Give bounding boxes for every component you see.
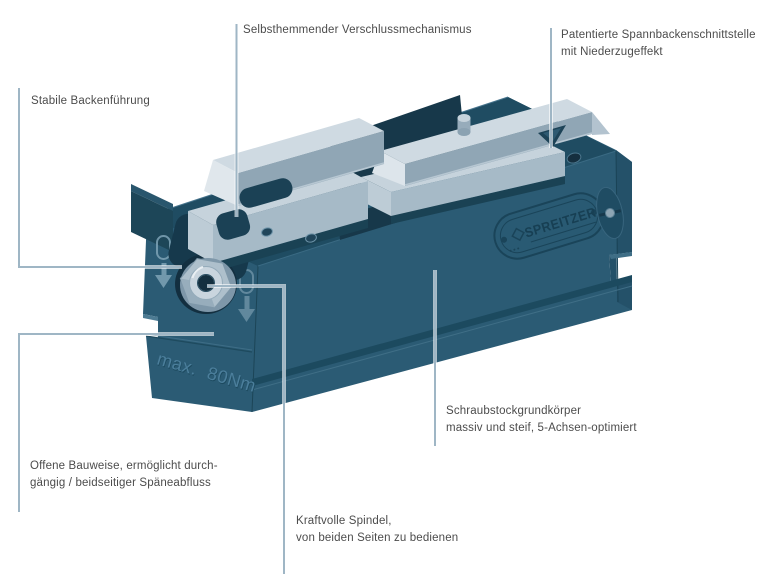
movable-jaw-rail-top [213,118,384,173]
label-line: Offene Bauweise, ermöglicht durch- [30,460,218,472]
spindle-end-pin [605,208,615,218]
fixed-jaw-rail-bevel-right [592,112,610,135]
mounting-hole [261,227,273,237]
badge-dot [517,247,520,250]
left-notch-face [143,314,158,321]
badge-dot [513,248,516,251]
fixed-jaw-shadow [391,176,565,224]
front-side-crease [251,265,259,413]
label-line: Kraftvolle Spindel, [296,515,392,527]
lock-pocket [216,209,251,240]
side-groove [252,275,632,386]
label-line: Patentierte Spannbackenschnittstelle [561,29,756,41]
lock-recess [239,178,293,208]
badge-rivet-right [590,209,597,216]
arrow-shaft-right [244,296,250,310]
fixed-jaw-base-end [361,177,391,216]
movable-jaw-shadow [213,219,368,272]
mounting-hole [305,233,317,243]
jaw-pin-top [457,114,471,122]
fixed-jaw-rail-top [380,99,592,164]
label-bauweise: Offene Bauweise, ermöglicht durch- gängi… [30,458,218,491]
fixed-jaw [361,99,610,224]
right-notch-face [609,252,632,259]
leader-backenfuehrung [18,88,182,268]
rear-block-top [131,184,173,211]
down-arrow-icon-left [155,275,172,288]
badge-dot [509,249,512,252]
jaw-pin-bottom [457,128,471,136]
label-line: mit Niederzugeffekt [561,45,663,58]
movable-jaw-rail-bevel [204,160,238,206]
spindle-hex-socket [198,275,214,291]
groove-highlight [251,285,633,391]
label-spannbackenschnittstelle: Patentierte Spannbackenschnittstelle mit… [561,27,756,60]
slot-mark-right [239,269,254,294]
fixed-jaw-chamfer-line [404,132,593,186]
fixed-jaw-base-front [391,152,565,216]
label-spindel: Kraftvolle Spindel, von beiden Seiten zu… [296,513,458,546]
front-step-highlight [145,333,253,351]
down-arrow-icon-right [238,309,255,322]
arrow-shaft-left [161,263,167,276]
badge-underline [530,221,597,243]
front-step-shadow [145,335,253,353]
spindle-end-right [596,186,624,240]
label-line: massiv und steif, 5-Achsen-optimiert [446,421,637,434]
fixed-jaw-rail-front [405,112,592,186]
jaw-pin [457,114,471,136]
leader-bauweise [18,333,214,512]
spindle-socket-rim [197,274,215,292]
label-line: Schraubstockgrundkörper [446,405,582,417]
spindle-highlight [191,266,204,279]
badge-diamond-icon [511,227,525,242]
leader-lines [17,24,553,574]
movable-jaw-housing-front [213,181,368,263]
badge-rivet-left [501,236,508,243]
label-backenfuehrung: Stabile Backenführung [31,93,150,110]
body-bore-hole [566,152,582,164]
movable-jaw-housing-end [188,211,213,263]
label-line: Stabile Backenführung [31,95,150,107]
label-line: Selbsthemmender Verschlussmechanismus [243,24,472,36]
movable-jaw [188,118,385,272]
label-grundkoerper: Schraubstockgrundkörper massiv und steif… [446,403,637,436]
label-line: von beiden Seiten zu bedienen [296,531,459,544]
label-verschlussmechanismus: Selbsthemmender Verschlussmechanismus [243,22,472,39]
label-line: gängig / beidseitiger Späneabfluss [30,476,211,489]
leader-spindel [207,285,285,574]
jaw-pin-body [457,118,471,132]
